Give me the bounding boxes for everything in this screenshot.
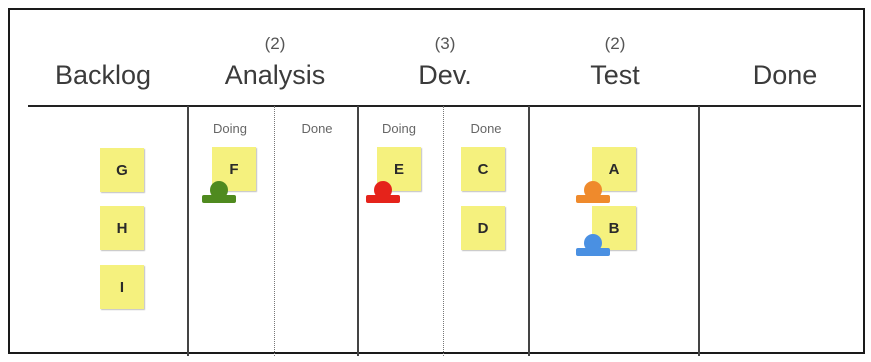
column-wip-limit-test: (2) [604,34,626,53]
card-g[interactable]: G [100,148,144,192]
subcolumn-divider-analysis [274,106,275,356]
subcolumn-label-dev-doing: Doing [382,121,416,136]
subcolumn-divider-dev [443,106,444,356]
column-divider-3 [528,106,530,356]
column-divider-2 [357,106,359,356]
column-divider-4 [698,106,700,356]
card-d[interactable]: D [461,206,505,250]
kanban-board-frame [8,8,865,354]
orange-magnet-icon [576,181,610,205]
column-title-analysis: Analysis [224,60,326,90]
column-title-dev: Dev. [418,60,472,90]
subcolumn-label-dev-done: Done [470,121,502,136]
subcolumn-label-analysis-done: Done [301,121,333,136]
column-title-test: Test [590,60,640,90]
subcolumn-label-analysis-doing: Doing [213,121,247,136]
red-magnet-icon [366,181,400,205]
column-divider-1 [187,106,189,356]
column-wip-limit-analysis: (2) [264,34,286,53]
column-title-done: Done [752,60,818,90]
blue-magnet-icon [576,234,610,258]
column-title-backlog: Backlog [54,60,152,90]
column-wip-limit-dev: (3) [434,34,456,53]
header-divider [28,105,861,107]
card-h[interactable]: H [100,206,144,250]
green-magnet-icon [202,181,236,205]
card-i[interactable]: I [100,265,144,309]
card-c[interactable]: C [461,147,505,191]
